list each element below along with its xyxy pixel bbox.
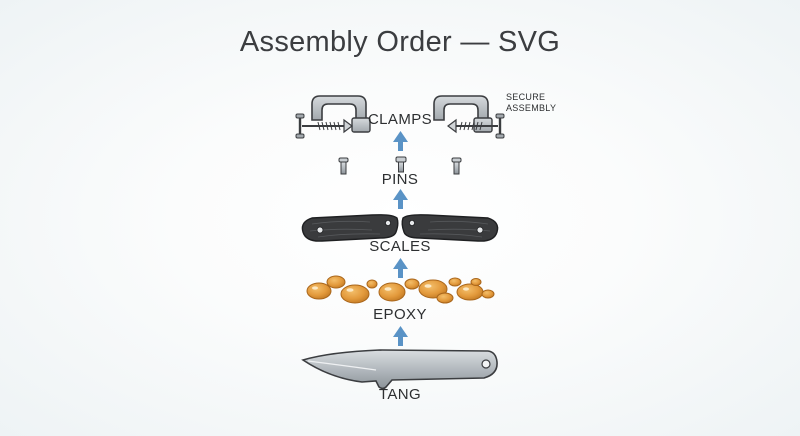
secure-assembly-note: SECURE ASSEMBLY xyxy=(506,92,556,114)
handle-scale-icon-left xyxy=(301,214,399,242)
pin-icon-right xyxy=(451,157,462,175)
c-clamp-icon-left xyxy=(295,95,371,139)
handle-scale-icon-right xyxy=(401,214,499,242)
epoxy-highlights xyxy=(312,284,469,292)
arrow-scales-to-pins xyxy=(393,189,408,209)
c-clamp-icon-right xyxy=(433,95,505,139)
pin-icon-center xyxy=(395,156,407,173)
arrow-epoxy-to-scales xyxy=(393,258,408,278)
layer-label-clamps: CLAMPS xyxy=(367,111,433,128)
page-title: Assembly Order — SVG xyxy=(239,26,561,58)
pin-icon-left xyxy=(338,157,349,175)
layer-label-tang: TANG xyxy=(378,386,422,403)
layer-label-epoxy: EPOXY xyxy=(373,306,427,323)
layer-label-pins: PINS xyxy=(381,171,419,188)
arrow-pins-to-clamps xyxy=(393,131,408,151)
note-line-1: SECURE xyxy=(506,92,546,102)
note-line-2: ASSEMBLY xyxy=(506,103,557,113)
layer-label-scales: SCALES xyxy=(369,238,431,255)
arrow-tang-to-epoxy xyxy=(393,326,408,346)
knife-tang-icon xyxy=(301,349,498,390)
